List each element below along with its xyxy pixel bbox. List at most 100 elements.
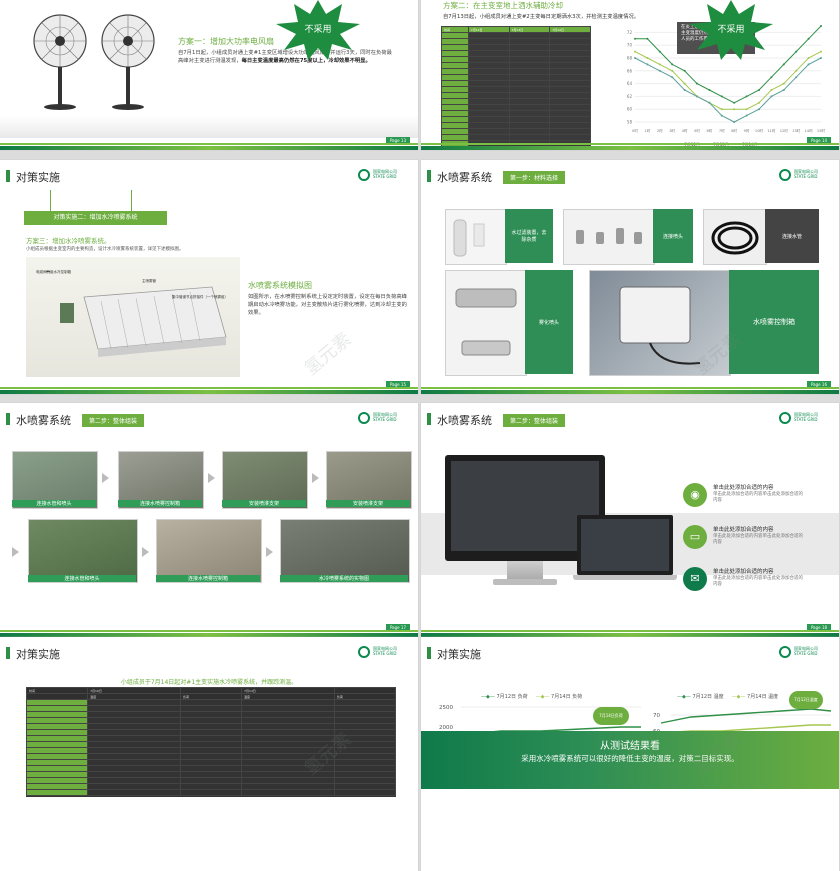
data-point [708, 89, 711, 91]
legend-left: —◆— 7月12日 负荷 —◆— 7月14日 负荷 [481, 693, 582, 700]
not-adopted-stamp: 不采用 [689, 0, 773, 60]
footer-bar [0, 143, 418, 150]
photo-caption: 连接水管和喷头 [12, 500, 96, 507]
plan-body: 自7月1日起，小组成员对通上变#1主变区域增设大功率电风扇，并运行3天，同时在负… [178, 50, 392, 64]
data-point [745, 108, 748, 111]
laptop-image [573, 515, 677, 585]
arrow-icon [12, 547, 19, 557]
table-row [25, 729, 397, 736]
x-tick-label: 1时 [644, 128, 650, 133]
data-point [671, 69, 674, 72]
bubble-left: 7月14日负荷 [593, 707, 629, 725]
data-point [646, 57, 649, 59]
data-point [758, 89, 760, 91]
legend-item: —◆— 7月14日 负荷 [535, 694, 583, 700]
arrow-icon [266, 547, 273, 557]
y-tick-label: 70 [627, 43, 633, 48]
connector-lines [50, 190, 132, 212]
x-tick-label: 6时 [706, 128, 712, 133]
x-tick-label: 15时 [817, 128, 826, 133]
camera-icon: ◉ [683, 483, 707, 507]
footer-bar [421, 143, 839, 150]
data-point [807, 37, 810, 40]
plan-heading: 方案一：增加大功率电风扇 [178, 37, 274, 46]
slide-fan-plan: 方案一：增加大功率电风扇 自7月1日起，小组成员对通上变#1主变区域增设大功率电… [0, 0, 418, 150]
data-point [733, 108, 736, 111]
title-marker [427, 413, 431, 425]
assembly-photo [326, 451, 412, 509]
page-number: Page 15 [385, 381, 410, 388]
plan-subtext: 小组成员根据主变室内的主要构造，设计水冷喷雾系统装置，详见下述模拟图。 [26, 247, 184, 252]
panel-body: 如图所示，在水喷雾控制系统上设定定时装置，设定在每日负荷高峰期启动水冷喷雾功能，… [248, 294, 407, 316]
bubble-right: 7月12日温度 [789, 691, 823, 709]
x-tick-label: 11时 [767, 128, 776, 133]
footer-bar [0, 630, 418, 637]
footer-bar [421, 387, 839, 394]
fan-image-right [100, 13, 156, 113]
data-point [658, 63, 661, 66]
result-banner: 从测试结果看 采用水冷喷雾系统可以很好的降低主变的温度，对策二目标实现。 [421, 731, 839, 789]
data-point [720, 114, 723, 117]
axis-tick: 70 [653, 713, 660, 719]
slide-title: 对策实施 [16, 171, 60, 184]
data-point [820, 25, 822, 27]
page-number: Page 18 [806, 624, 831, 631]
x-tick-label: 3时 [669, 128, 675, 133]
legend-item: —◆— 7月12日 温度 [677, 694, 724, 700]
footer-bar [421, 630, 839, 637]
data-point [758, 108, 760, 111]
data-point [658, 69, 661, 72]
series-line [634, 57, 822, 123]
axis-tick: 2000 [439, 725, 453, 731]
data-point [696, 95, 698, 98]
x-tick-label: 14时 [805, 128, 814, 133]
result-body: 采用水冷喷雾系统可以很好的降低主变的温度，对策二目标实现。 [521, 754, 739, 763]
legend-item: —◆— 7月12日 负荷 [481, 694, 528, 700]
table-row [441, 68, 591, 75]
table-row [25, 789, 397, 796]
table-row [25, 711, 397, 718]
data-point [634, 50, 636, 53]
y-tick-label: 64 [627, 81, 633, 86]
slide-title: 对策实施 [437, 648, 481, 661]
x-tick-label: 9时 [744, 128, 750, 133]
legend-item: —◆— 7月14日 温度 [731, 694, 779, 700]
label-filter: 水过滤装置，去除杂质 [505, 209, 553, 263]
y-tick-label: 60 [627, 107, 633, 112]
data-point [683, 82, 686, 85]
y-tick-label: 58 [627, 120, 633, 125]
x-tick-label: 12时 [780, 128, 789, 133]
x-tick-label: 2时 [657, 128, 663, 133]
arrow-icon [142, 547, 149, 557]
data-point [634, 37, 636, 40]
x-tick-label: 10时 [755, 128, 764, 133]
feature-item: ✉ 单击此处添加合适的内容 单击此处添加合适的内容单击此处添加合适的内容 [683, 563, 833, 603]
photo-caption: 连接水喷雾控制箱 [156, 575, 260, 582]
page-number: Page 14 [806, 137, 831, 144]
y-tick-label: 68 [627, 56, 633, 61]
series-line [634, 51, 822, 110]
diagram-label: 主喷雾管 [142, 279, 156, 283]
legend-right: —◆— 7月12日 温度 —◆— 7月14日 温度 [677, 693, 778, 700]
slide-title: 水喷雾系统 [437, 171, 492, 184]
panel-title: 水喷雾系统模拟图 [248, 281, 312, 290]
arrow-icon [102, 473, 109, 483]
filter-photo [445, 209, 507, 265]
feature-title: 单击此处添加合适的内容 [713, 569, 774, 575]
series-line [635, 25, 822, 104]
arrow-icon [312, 473, 319, 483]
data-point [770, 95, 773, 98]
data-point [671, 63, 674, 66]
feature-title: 单击此处添加合适的内容 [713, 527, 774, 533]
title-marker [6, 170, 10, 182]
plan-body: 自7月13日起，小组成员对通上变#2主变每日定期洒水3次，并检测主变温度情况。 [443, 14, 640, 20]
feature-body: 单击此处添加合适的内容单击此处添加合适的内容 [713, 534, 803, 545]
data-point [782, 82, 785, 85]
diagram-label: 电磁阀机组水冷控制箱 [36, 270, 71, 274]
data-point [634, 57, 636, 59]
